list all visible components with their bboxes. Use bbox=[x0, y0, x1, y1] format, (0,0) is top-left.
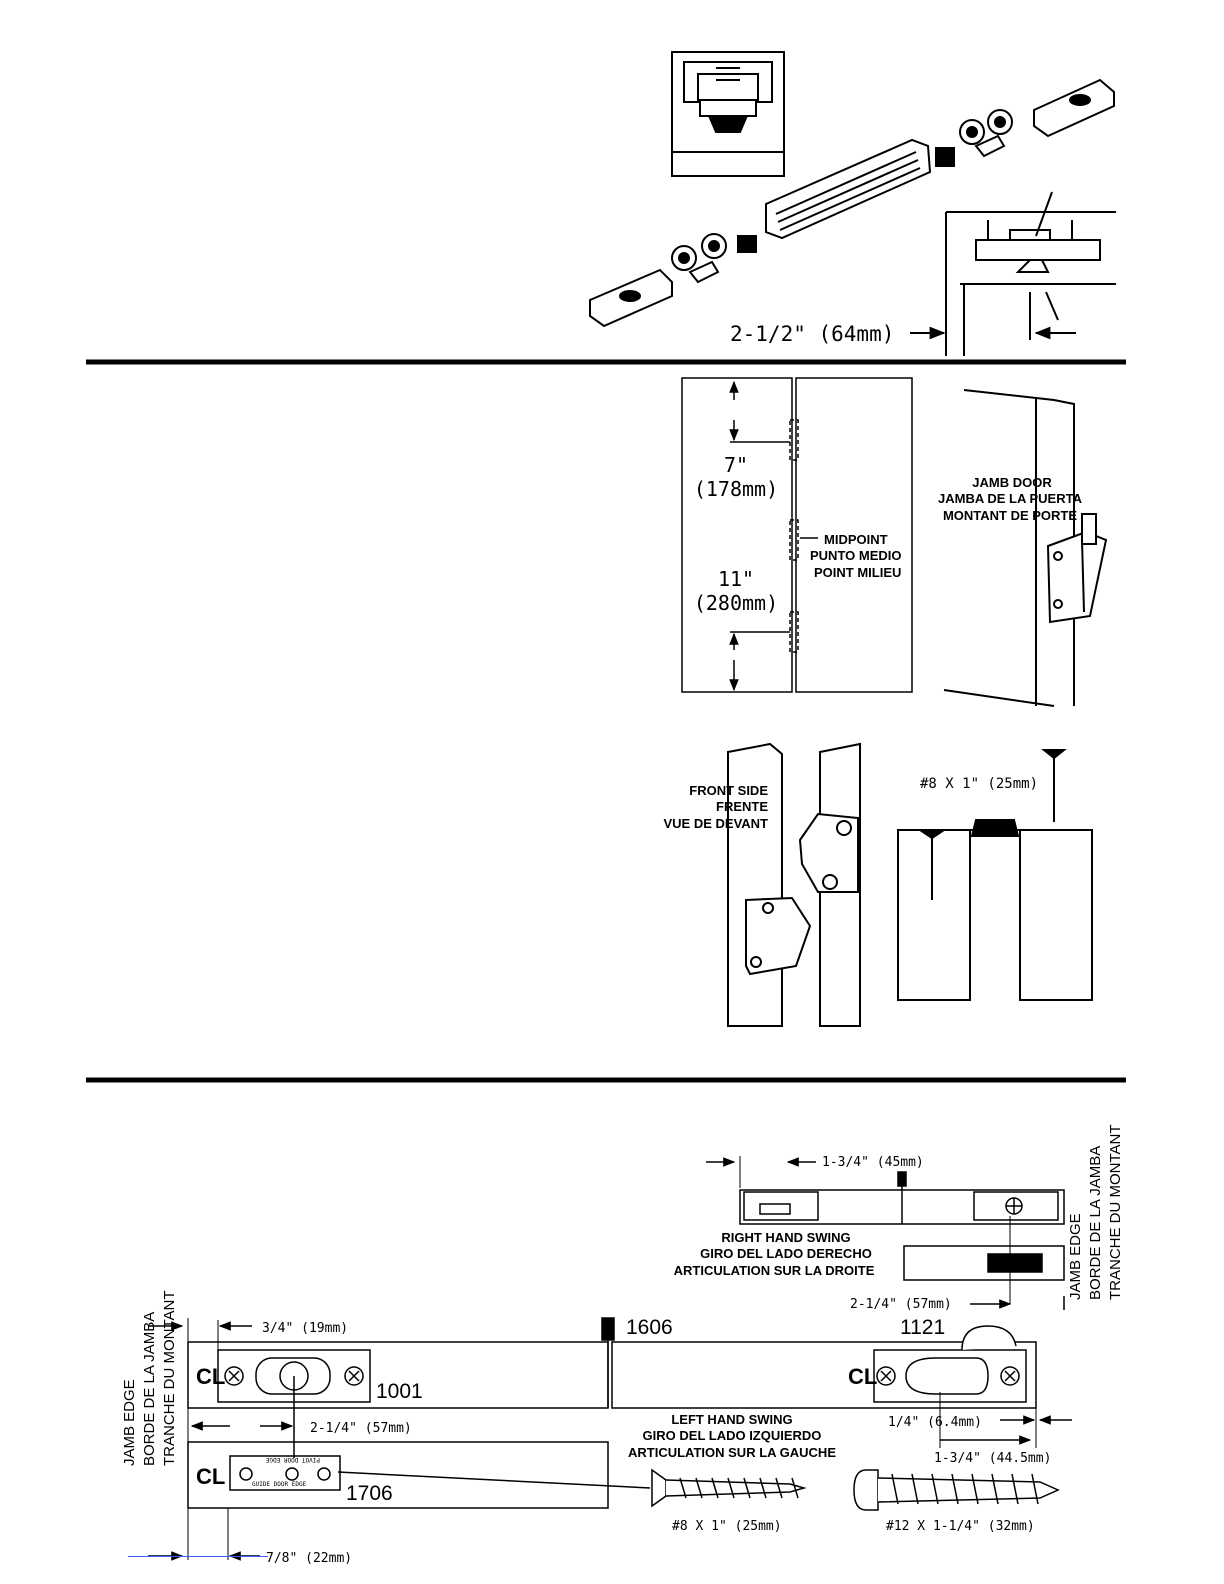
top-hinge-dim-mm: (178mm) bbox=[694, 477, 778, 501]
part-1001: 1001 bbox=[376, 1380, 423, 1403]
rh-dim-top: 1-3/4" (45mm) bbox=[822, 1155, 924, 1170]
svg-text:TRANCHE DU MONTANT: TRANCHE DU MONTANT bbox=[161, 1290, 178, 1466]
svg-text:CL: CL bbox=[196, 1364, 225, 1389]
bottom-hinge-dim-mm: (280mm) bbox=[694, 591, 778, 615]
svg-text:PUNTO MEDIO: PUNTO MEDIO bbox=[810, 548, 902, 563]
lh-dims bbox=[148, 1318, 1072, 1561]
svg-text:FRONT SIDE: FRONT SIDE bbox=[689, 783, 768, 798]
svg-text:GIRO DEL LADO DERECHO: GIRO DEL LADO DERECHO bbox=[700, 1246, 872, 1261]
svg-text:JAMB EDGE: JAMB EDGE bbox=[1067, 1213, 1084, 1300]
bracket-left bbox=[589, 268, 673, 328]
svg-text:1/4" (6.4mm): 1/4" (6.4mm) bbox=[888, 1415, 982, 1430]
svg-text:MONTANT DE PORTE: MONTANT DE PORTE bbox=[943, 508, 1077, 523]
svg-text:BORDE DE LA JAMBA: BORDE DE LA JAMBA bbox=[141, 1312, 158, 1466]
centerline-marks: CL CL CL bbox=[196, 1364, 877, 1489]
footer-rule bbox=[128, 1556, 268, 1557]
svg-text:CL: CL bbox=[848, 1364, 877, 1389]
track-cross-section bbox=[671, 51, 785, 177]
front-side-label: FRONT SIDE FRENTE VUE DE DEVANT bbox=[664, 783, 769, 831]
svg-text:RIGHT HAND SWING: RIGHT HAND SWING bbox=[721, 1230, 850, 1245]
track-offset-label: 2-1/2" (64mm) bbox=[730, 322, 894, 346]
bifold-door-panels bbox=[681, 377, 913, 693]
rh-swing-label: RIGHT HAND SWING GIRO DEL LADO DERECHO A… bbox=[674, 1230, 875, 1278]
svg-text:TRANCHE DU MONTANT: TRANCHE DU MONTANT bbox=[1107, 1124, 1124, 1300]
svg-text:BORDE DE LA JAMBA: BORDE DE LA JAMBA bbox=[1087, 1146, 1104, 1300]
hinge-front-view bbox=[727, 742, 861, 1027]
lh-swing-label: LEFT HAND SWING GIRO DEL LADO IZQUIERDO … bbox=[628, 1412, 836, 1460]
dim-track-offset: 2-1/2" (64mm) bbox=[730, 322, 1076, 346]
roller-assembly-right bbox=[935, 109, 1013, 167]
jamb-pivot-bracket bbox=[943, 389, 1108, 707]
screw-8-drawing bbox=[651, 1468, 807, 1508]
track-rail bbox=[765, 138, 932, 240]
screw-12-label: #12 X 1-1/4" (32mm) bbox=[886, 1519, 1035, 1534]
svg-text:JAMB EDGE: JAMB EDGE bbox=[121, 1379, 138, 1466]
jamb-edge-right-label: JAMB EDGE BORDE DE LA JAMBA TRANCHE DU M… bbox=[1067, 1124, 1124, 1300]
svg-text:LEFT HAND SWING: LEFT HAND SWING bbox=[671, 1412, 792, 1427]
svg-text:3/4" (19mm): 3/4" (19mm) bbox=[262, 1321, 348, 1336]
svg-text:FRENTE: FRENTE bbox=[716, 799, 768, 814]
bracket-right bbox=[1033, 78, 1115, 138]
svg-text:2-1/4" (57mm): 2-1/4" (57mm) bbox=[310, 1421, 412, 1436]
screw-label: #8 X 1" (25mm) bbox=[920, 776, 1038, 792]
rh-dim-bottom: 2-1/4" (57mm) bbox=[850, 1297, 952, 1312]
screw-8-label: #8 X 1" (25mm) bbox=[672, 1519, 782, 1534]
hinge-spacing-dims: 7" (178mm) 11" (280mm) bbox=[694, 380, 778, 692]
jamb-edge-left-label: JAMB EDGE BORDE DE LA JAMBA TRANCHE DU M… bbox=[121, 1290, 178, 1466]
part-1706: 1706 bbox=[346, 1482, 393, 1505]
svg-text:ARTICULATION SUR LA GAUCHE: ARTICULATION SUR LA GAUCHE bbox=[628, 1445, 836, 1460]
plate-1706-bottom: GUIDE DOOR EDGE bbox=[252, 1481, 307, 1488]
part-1606: 1606 bbox=[626, 1316, 673, 1339]
jamb-door-label: JAMB DOOR JAMBA DE LA PUERTA MONTANT DE … bbox=[938, 475, 1083, 523]
track-elevation bbox=[945, 191, 1116, 356]
svg-text:JAMBA DE LA PUERTA: JAMBA DE LA PUERTA bbox=[938, 491, 1083, 506]
part-1121: 1121 bbox=[900, 1316, 945, 1339]
svg-text:VUE DE DEVANT: VUE DE DEVANT bbox=[664, 816, 769, 831]
roller-assembly-left bbox=[671, 233, 757, 284]
bottom-hinge-dim: 11" bbox=[718, 567, 754, 591]
rh-dims: 1-3/4" (45mm) 2-1/4" (57mm) bbox=[706, 1155, 1065, 1312]
svg-text:ARTICULATION SUR LA DROITE: ARTICULATION SUR LA DROITE bbox=[674, 1263, 875, 1278]
midpoint-label: MIDPOINT PUNTO MEDIO POINT MILIEU bbox=[810, 532, 902, 580]
svg-text:POINT MILIEU: POINT MILIEU bbox=[814, 565, 901, 580]
plate-1706-top: PIVOT DOOR EDGE bbox=[265, 1456, 320, 1463]
left-hand-swing-jamb bbox=[187, 1317, 1037, 1509]
top-hinge-dim: 7" bbox=[724, 453, 748, 477]
svg-text:MIDPOINT: MIDPOINT bbox=[824, 532, 888, 547]
svg-text:GIRO DEL LADO IZQUIERDO: GIRO DEL LADO IZQUIERDO bbox=[643, 1428, 822, 1443]
svg-text:1-3/4" (44.5mm): 1-3/4" (44.5mm) bbox=[934, 1451, 1051, 1466]
svg-text:JAMB DOOR: JAMB DOOR bbox=[972, 475, 1052, 490]
hinge-screw-install bbox=[897, 749, 1093, 1001]
svg-text:7/8" (22mm): 7/8" (22mm) bbox=[266, 1551, 352, 1566]
right-hand-swing-jamb bbox=[739, 1171, 1065, 1281]
screw-12-drawing bbox=[853, 1469, 1060, 1511]
part-numbers: 1606 1121 1001 1706 bbox=[346, 1316, 945, 1505]
lh-dim-labels: 3/4" (19mm) 2-1/4" (57mm) 7/8" (22mm) 1/… bbox=[262, 1321, 1051, 1566]
svg-text:CL: CL bbox=[196, 1464, 225, 1489]
